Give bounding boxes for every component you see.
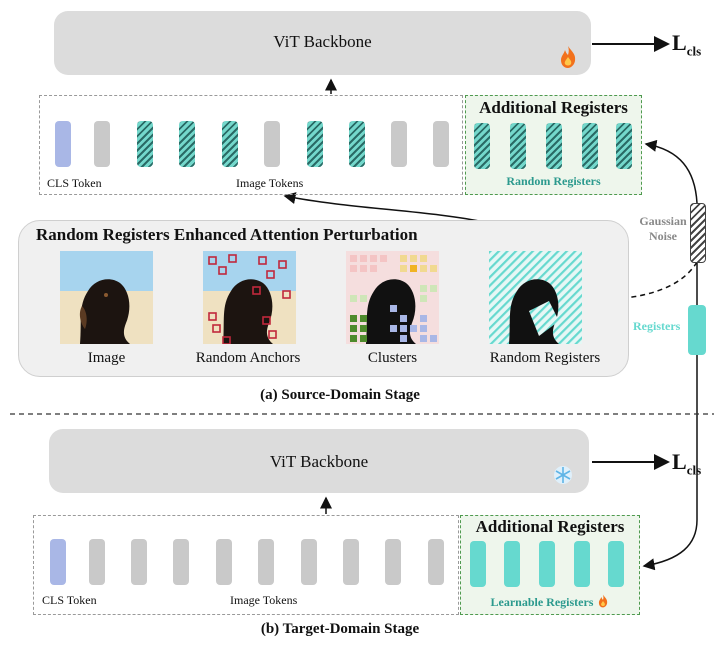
additional-registers-title: Additional Registers xyxy=(475,517,625,536)
random-anchors-image xyxy=(203,251,296,344)
image-token xyxy=(264,121,280,167)
gaussian-noise-label: Gaussian Noise xyxy=(639,214,687,243)
image-token-register xyxy=(179,121,195,167)
image-token xyxy=(258,539,274,585)
step-label-clusters: Clusters xyxy=(367,350,418,366)
gaussian-noise-token xyxy=(690,203,706,263)
fire-icon xyxy=(597,594,609,613)
random-register-token xyxy=(474,123,490,169)
arrow-noise-to-additional-registers xyxy=(644,139,698,204)
dog-image xyxy=(60,251,153,344)
loss-top: Lcls xyxy=(672,30,702,59)
image-token xyxy=(433,121,449,167)
random-register-token xyxy=(510,123,526,169)
fire-icon xyxy=(558,45,578,74)
token-box-target: CLS Token Image Tokens xyxy=(33,515,459,615)
step-label-image: Image xyxy=(87,350,126,366)
image-token xyxy=(343,539,359,585)
step-label-random-registers: Random Registers xyxy=(489,350,601,366)
image-tokens-label: Image Tokens xyxy=(230,593,298,607)
image-token xyxy=(131,539,147,585)
step-label-random-anchors: Random Anchors xyxy=(195,350,301,366)
backbone-label: ViT Backbone xyxy=(269,452,369,471)
attention-perturbation-panel: Random Registers Enhanced Attention Pert… xyxy=(18,220,629,377)
random-register-token xyxy=(582,123,598,169)
image-token-register xyxy=(222,121,238,167)
image-token xyxy=(301,539,317,585)
caption-source-stage: (a) Source-Domain Stage xyxy=(260,387,420,403)
clusters-image xyxy=(346,251,439,344)
cls-token xyxy=(55,121,71,167)
token-box-source: CLS Token Image Tokens xyxy=(39,95,463,195)
learnable-register-token xyxy=(539,541,555,587)
random-register-token xyxy=(616,123,632,169)
cls-token-label: CLS Token xyxy=(42,593,97,607)
image-token xyxy=(428,539,444,585)
arrow-registers-to-target-registers xyxy=(642,355,698,571)
image-token xyxy=(173,539,189,585)
image-token xyxy=(216,539,232,585)
random-register-token xyxy=(546,123,562,169)
vit-backbone-target: ViT Backbone xyxy=(49,429,589,493)
cls-token xyxy=(50,539,66,585)
learnable-registers-label: Learnable Registers xyxy=(490,595,594,609)
image-token xyxy=(391,121,407,167)
image-token xyxy=(385,539,401,585)
image-token-register xyxy=(307,121,323,167)
caption-target-stage: (b) Target-Domain Stage xyxy=(260,621,420,637)
registers-label: Registers xyxy=(633,319,681,333)
learnable-register-token xyxy=(504,541,520,587)
snowflake-icon xyxy=(553,465,573,490)
image-token xyxy=(89,539,105,585)
learnable-registers-row: Learnable Registers xyxy=(461,593,639,613)
backbone-label: ViT Backbone xyxy=(273,32,372,51)
random-registers-image xyxy=(489,251,582,344)
additional-registers-source: Additional Registers Random Registers xyxy=(465,95,642,195)
additional-registers-title: Additional Registers xyxy=(479,98,628,117)
image-tokens-label: Image Tokens xyxy=(236,176,304,190)
panel-title: Random Registers Enhanced Attention Pert… xyxy=(36,225,418,244)
cls-token-label: CLS Token xyxy=(47,176,102,190)
image-token-register xyxy=(349,121,365,167)
loss-bottom: Lcls xyxy=(672,449,702,478)
random-registers-label: Random Registers xyxy=(506,174,601,188)
additional-registers-target: Additional Registers Learnable Registers xyxy=(460,515,640,615)
learnable-register-token xyxy=(470,541,486,587)
image-token-register xyxy=(137,121,153,167)
image-token xyxy=(94,121,110,167)
vit-backbone-source: ViT Backbone xyxy=(54,11,591,75)
learnable-register-token xyxy=(574,541,590,587)
registers-token xyxy=(688,305,706,355)
learnable-register-token xyxy=(608,541,624,587)
